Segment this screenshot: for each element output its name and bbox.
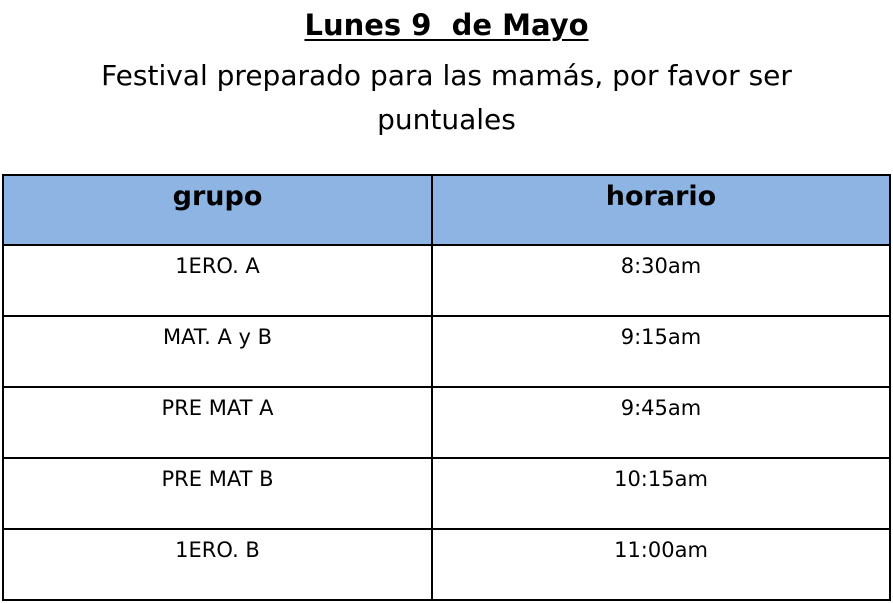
grupo-cell: 1ERO. B <box>2 528 433 601</box>
page-title: Lunes 9 de Mayo <box>304 8 589 42</box>
grupo-cell: 1ERO. A <box>2 244 433 317</box>
table-row: 1ERO. B 11:00am <box>2 528 891 601</box>
schedule-table: grupo horario 1ERO. A 8:30am MAT. A y B … <box>2 174 891 601</box>
column-header-horario: horario <box>431 174 891 246</box>
horario-cell: 9:15am <box>431 315 891 388</box>
table-row: MAT. A y B 9:15am <box>2 315 891 388</box>
horario-cell: 11:00am <box>431 528 891 601</box>
table-row: 1ERO. A 8:30am <box>2 244 891 317</box>
column-header-grupo: grupo <box>2 174 433 246</box>
table-row: PRE MAT A 9:45am <box>2 386 891 459</box>
grupo-cell: PRE MAT B <box>2 457 433 530</box>
horario-cell: 9:45am <box>431 386 891 459</box>
table-row: PRE MAT B 10:15am <box>2 457 891 530</box>
horario-cell: 8:30am <box>431 244 891 317</box>
announcement-text: Festival preparado para las mamás, por f… <box>101 59 792 136</box>
grupo-cell: MAT. A y B <box>2 315 433 388</box>
header-row: grupo horario <box>2 174 891 246</box>
horario-cell: 10:15am <box>431 457 891 530</box>
grupo-cell: PRE MAT A <box>2 386 433 459</box>
